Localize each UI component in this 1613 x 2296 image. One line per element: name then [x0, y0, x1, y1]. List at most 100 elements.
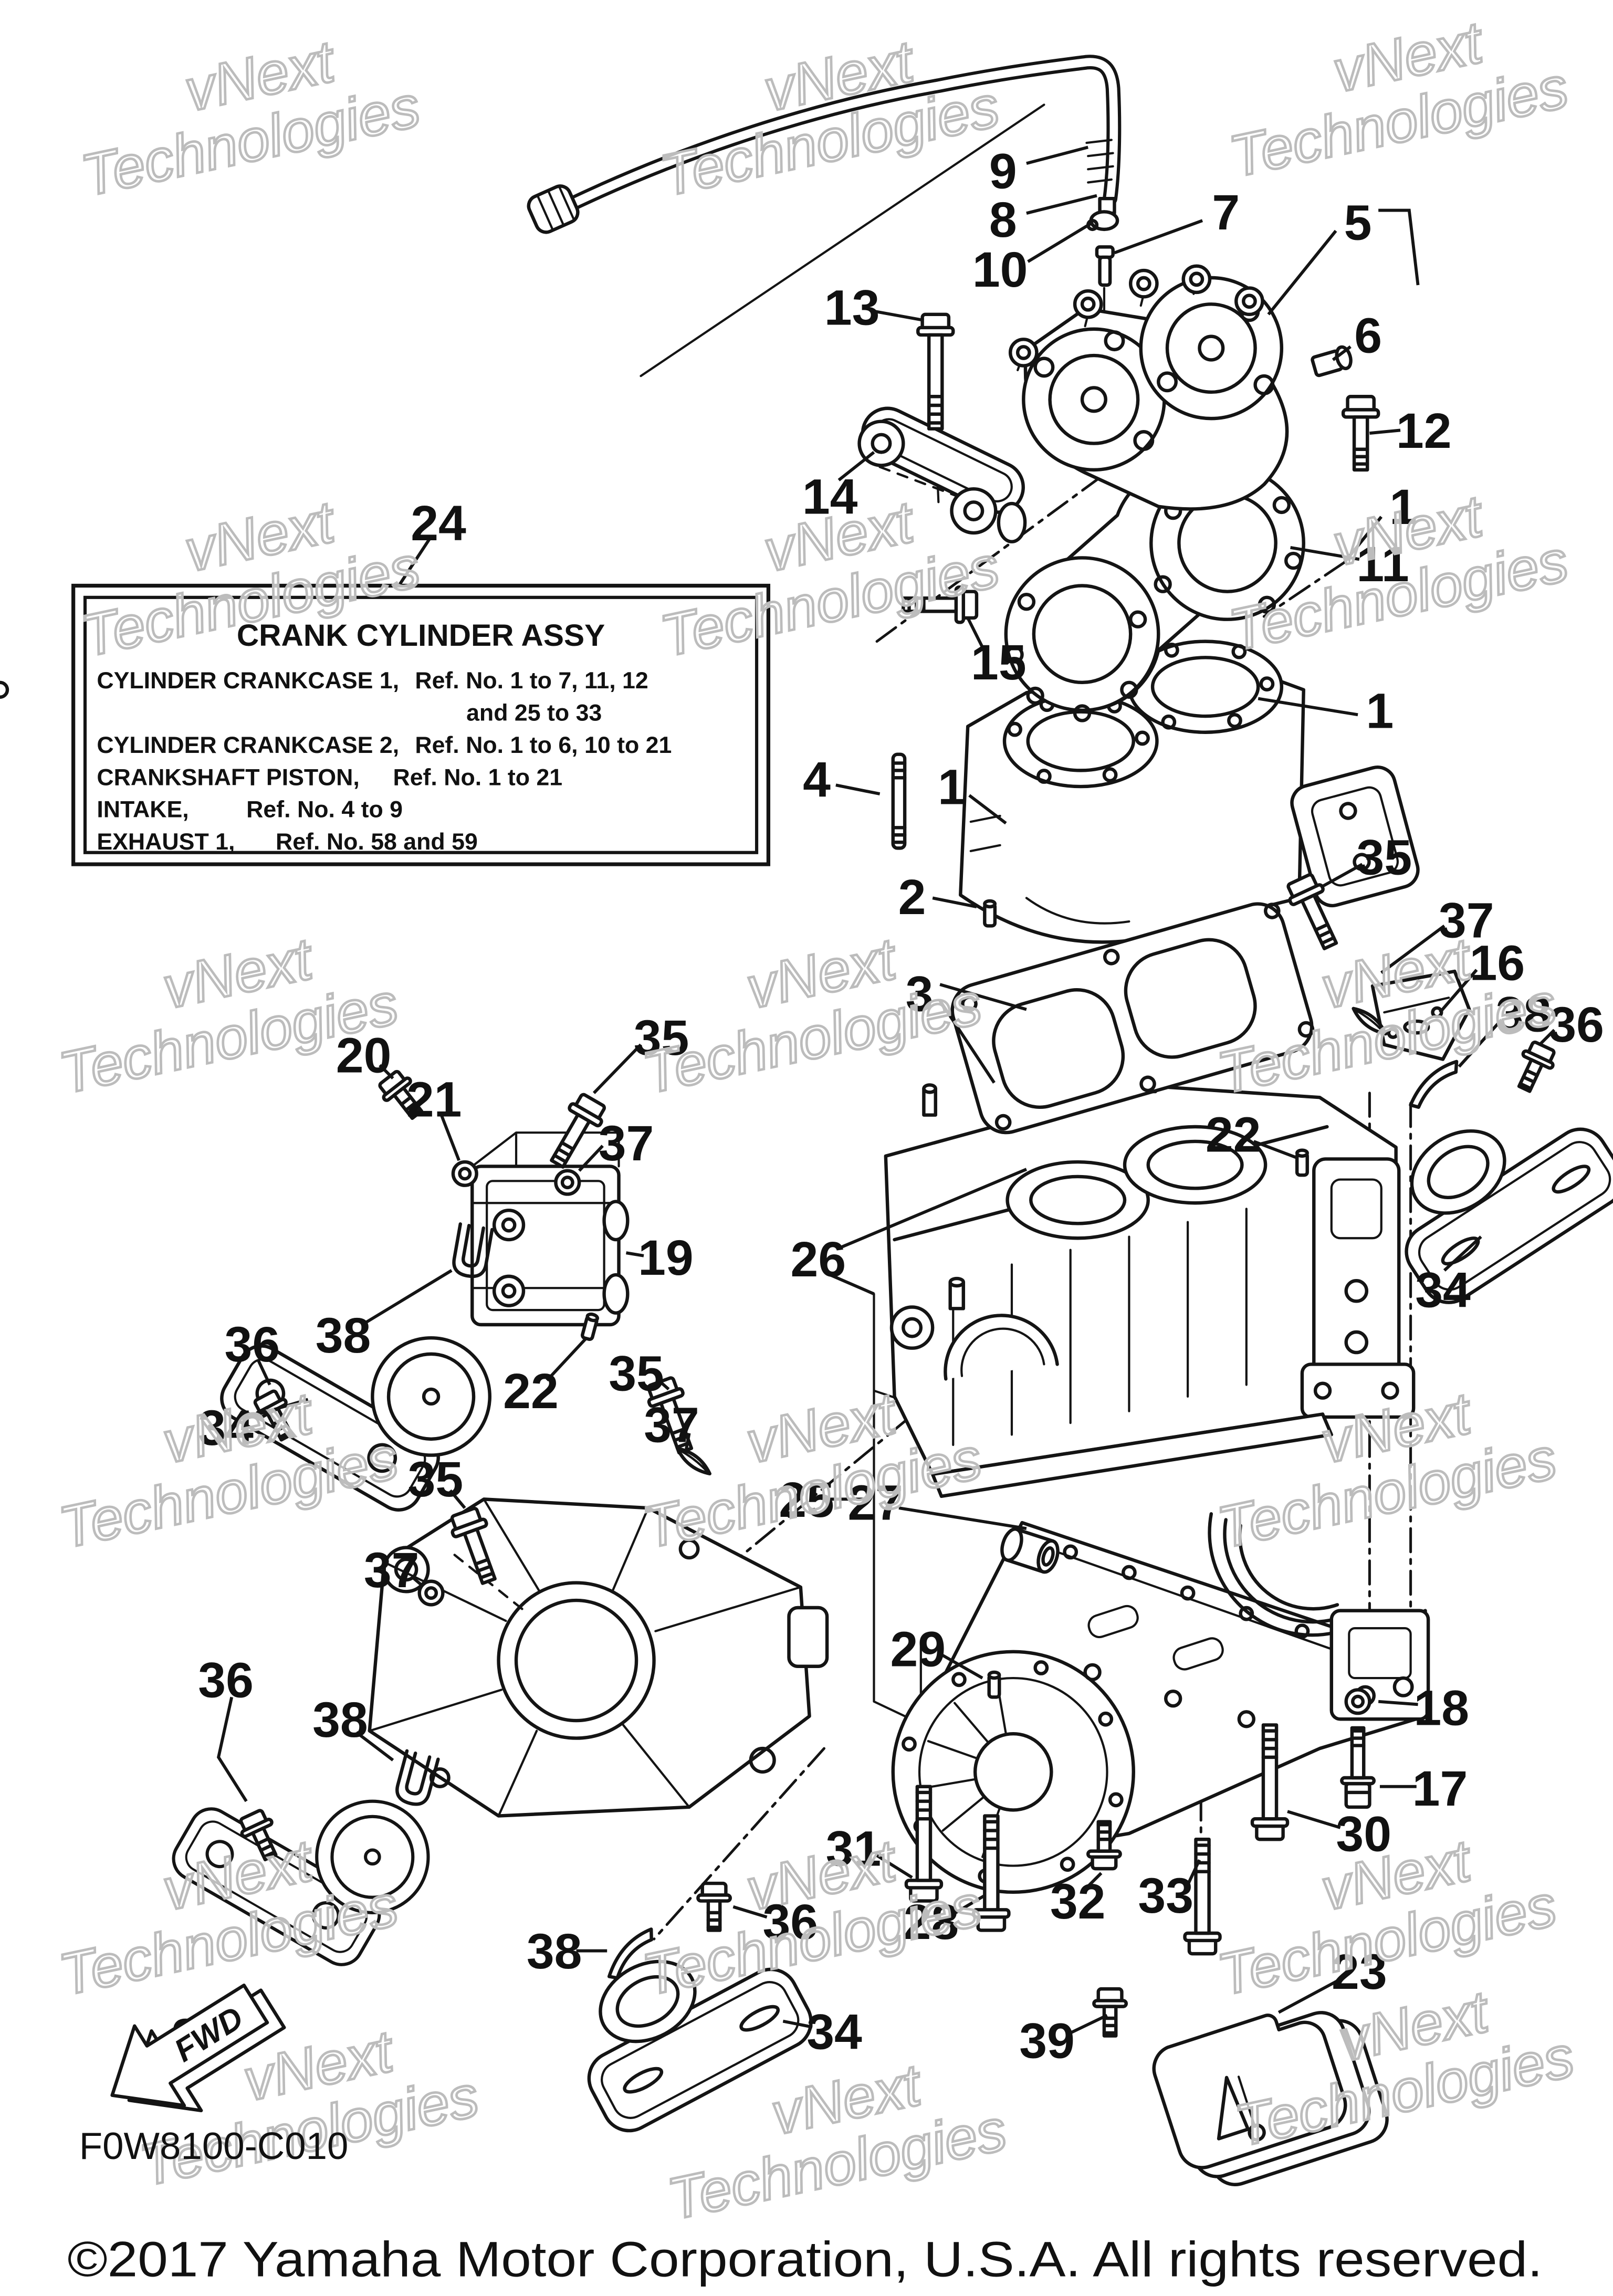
leader-line-13: [875, 310, 924, 322]
callout-35: 35: [1322, 830, 1412, 888]
callout-number-1: 1: [1366, 683, 1394, 739]
callout-number-33: 33: [1138, 1868, 1193, 1924]
info-box-line-10: EXHAUST 1,: [97, 829, 235, 855]
callout-36: 36: [225, 1317, 280, 1386]
callout-4: 4: [803, 752, 881, 808]
info-box-line-11: Ref. No. 58 and 59: [276, 829, 478, 855]
callout-2: 2: [898, 869, 977, 925]
leader-line-37: [685, 1433, 691, 1450]
leader-line-22: [546, 1337, 588, 1382]
callout-39: 39: [1019, 2013, 1108, 2069]
callout-number-35: 35: [1357, 830, 1412, 886]
leader-line-35: [449, 1489, 466, 1509]
callout-22: 22: [503, 1337, 588, 1419]
callout-number-35: 35: [408, 1452, 464, 1507]
hose-end-connector: [527, 184, 580, 234]
info-box-line-5: Ref. No. 1 to 6, 10 to 21: [415, 732, 672, 758]
callout-17: 17: [1379, 1761, 1468, 1817]
callout-35: 35: [592, 1010, 689, 1094]
callout-number-34: 34: [806, 2005, 862, 2060]
callout-number-34: 34: [198, 1400, 254, 1456]
callout-number-6: 6: [1354, 308, 1382, 363]
base-gasket: [950, 902, 1315, 1135]
reed-block-16: [1370, 969, 1471, 1061]
callout-12: 12: [1369, 403, 1452, 459]
callout-7: 7: [1114, 185, 1240, 255]
callout-number-36: 36: [198, 1652, 254, 1708]
callout-29: 29: [890, 1622, 983, 1680]
callout-number-32: 32: [1050, 1874, 1106, 1930]
callout-number-37: 37: [1439, 893, 1494, 949]
leader-line-19: [626, 1251, 644, 1257]
leader-line-30: [1287, 1810, 1341, 1829]
callout-36: 36: [1538, 997, 1604, 1053]
leader-line-38: [355, 1731, 394, 1762]
callout-9: 9: [989, 144, 1088, 200]
leader-line-34: [243, 1398, 309, 1420]
callout-6: 6: [1332, 308, 1382, 363]
callout-number-2: 2: [898, 869, 926, 925]
leader-line-23: [1277, 1978, 1340, 2014]
callout-number-35: 35: [634, 1010, 689, 1066]
leader-line-21: [439, 1114, 460, 1161]
callout-38: 38: [1458, 987, 1551, 1068]
callout-number-17: 17: [1412, 1761, 1468, 1817]
callout-37: 37: [644, 1397, 699, 1453]
callout-20: 20: [336, 1028, 394, 1084]
callout-15: 15: [966, 617, 1027, 690]
callout-13: 13: [824, 280, 924, 336]
leader-line-24: [397, 538, 431, 587]
callout-23: 23: [1277, 1944, 1387, 2014]
leader-line-20: [379, 1064, 394, 1079]
breather-hose: [527, 55, 1122, 287]
callout-number-3: 3: [906, 966, 934, 1022]
leader-line-37: [411, 1576, 424, 1587]
callout-38: 38: [312, 1692, 394, 1762]
upper-crankcase: [884, 1060, 1416, 1498]
callout-28: 28: [904, 1893, 987, 1950]
leader-line-35: [592, 1043, 642, 1094]
callout-number-18: 18: [1413, 1680, 1469, 1736]
lower-crankcase: [891, 1512, 1430, 1894]
leader-line-35: [1322, 863, 1363, 888]
callout-37: 37: [578, 1116, 654, 1172]
callout-33: 33: [1138, 1859, 1201, 1924]
callout-number-13: 13: [824, 280, 880, 336]
leader-line-26: [829, 1273, 875, 1296]
callout-5: 5: [1267, 195, 1420, 316]
leader-line-6: [1332, 345, 1352, 361]
leader-line-4: [835, 783, 881, 795]
callout-34: 34: [198, 1398, 309, 1456]
callout-number-1: 1: [1389, 479, 1417, 535]
callout-22: 22: [1206, 1107, 1297, 1162]
leader-line-38: [361, 1269, 453, 1326]
callout-number-36: 36: [225, 1317, 280, 1372]
callout-38: 38: [527, 1924, 608, 1979]
callout-number-38: 38: [312, 1692, 368, 1748]
callout-25: 25: [779, 1472, 871, 1528]
callout-number-8: 8: [989, 192, 1017, 248]
drawing-code: F0W8100-C010: [79, 2125, 349, 2167]
callout-number-10: 10: [972, 242, 1028, 298]
info-box-line-1: CYLINDER CRANKCASE 1,: [97, 668, 399, 694]
info-box-line-9: Ref. No. 4 to 9: [246, 797, 403, 823]
callout-number-15: 15: [971, 635, 1027, 690]
callout-number-35: 35: [609, 1346, 664, 1402]
callout-number-1: 1: [938, 760, 966, 815]
callout-number-27: 27: [847, 1475, 903, 1530]
leader-line-5: [1267, 229, 1337, 316]
callout-number-37: 37: [364, 1543, 420, 1598]
callout-31: 31: [826, 1821, 913, 1879]
bushing-27: [1000, 1527, 1060, 1574]
leader-line-2: [932, 896, 977, 908]
callout-number-23: 23: [1332, 1944, 1387, 2000]
callout-1: 1: [1343, 479, 1417, 563]
leader-line-28: [952, 1893, 987, 1916]
callout-27: 27: [847, 1475, 1027, 1530]
callout-35: 35: [408, 1452, 466, 1509]
leader-line-10: [1027, 222, 1092, 263]
